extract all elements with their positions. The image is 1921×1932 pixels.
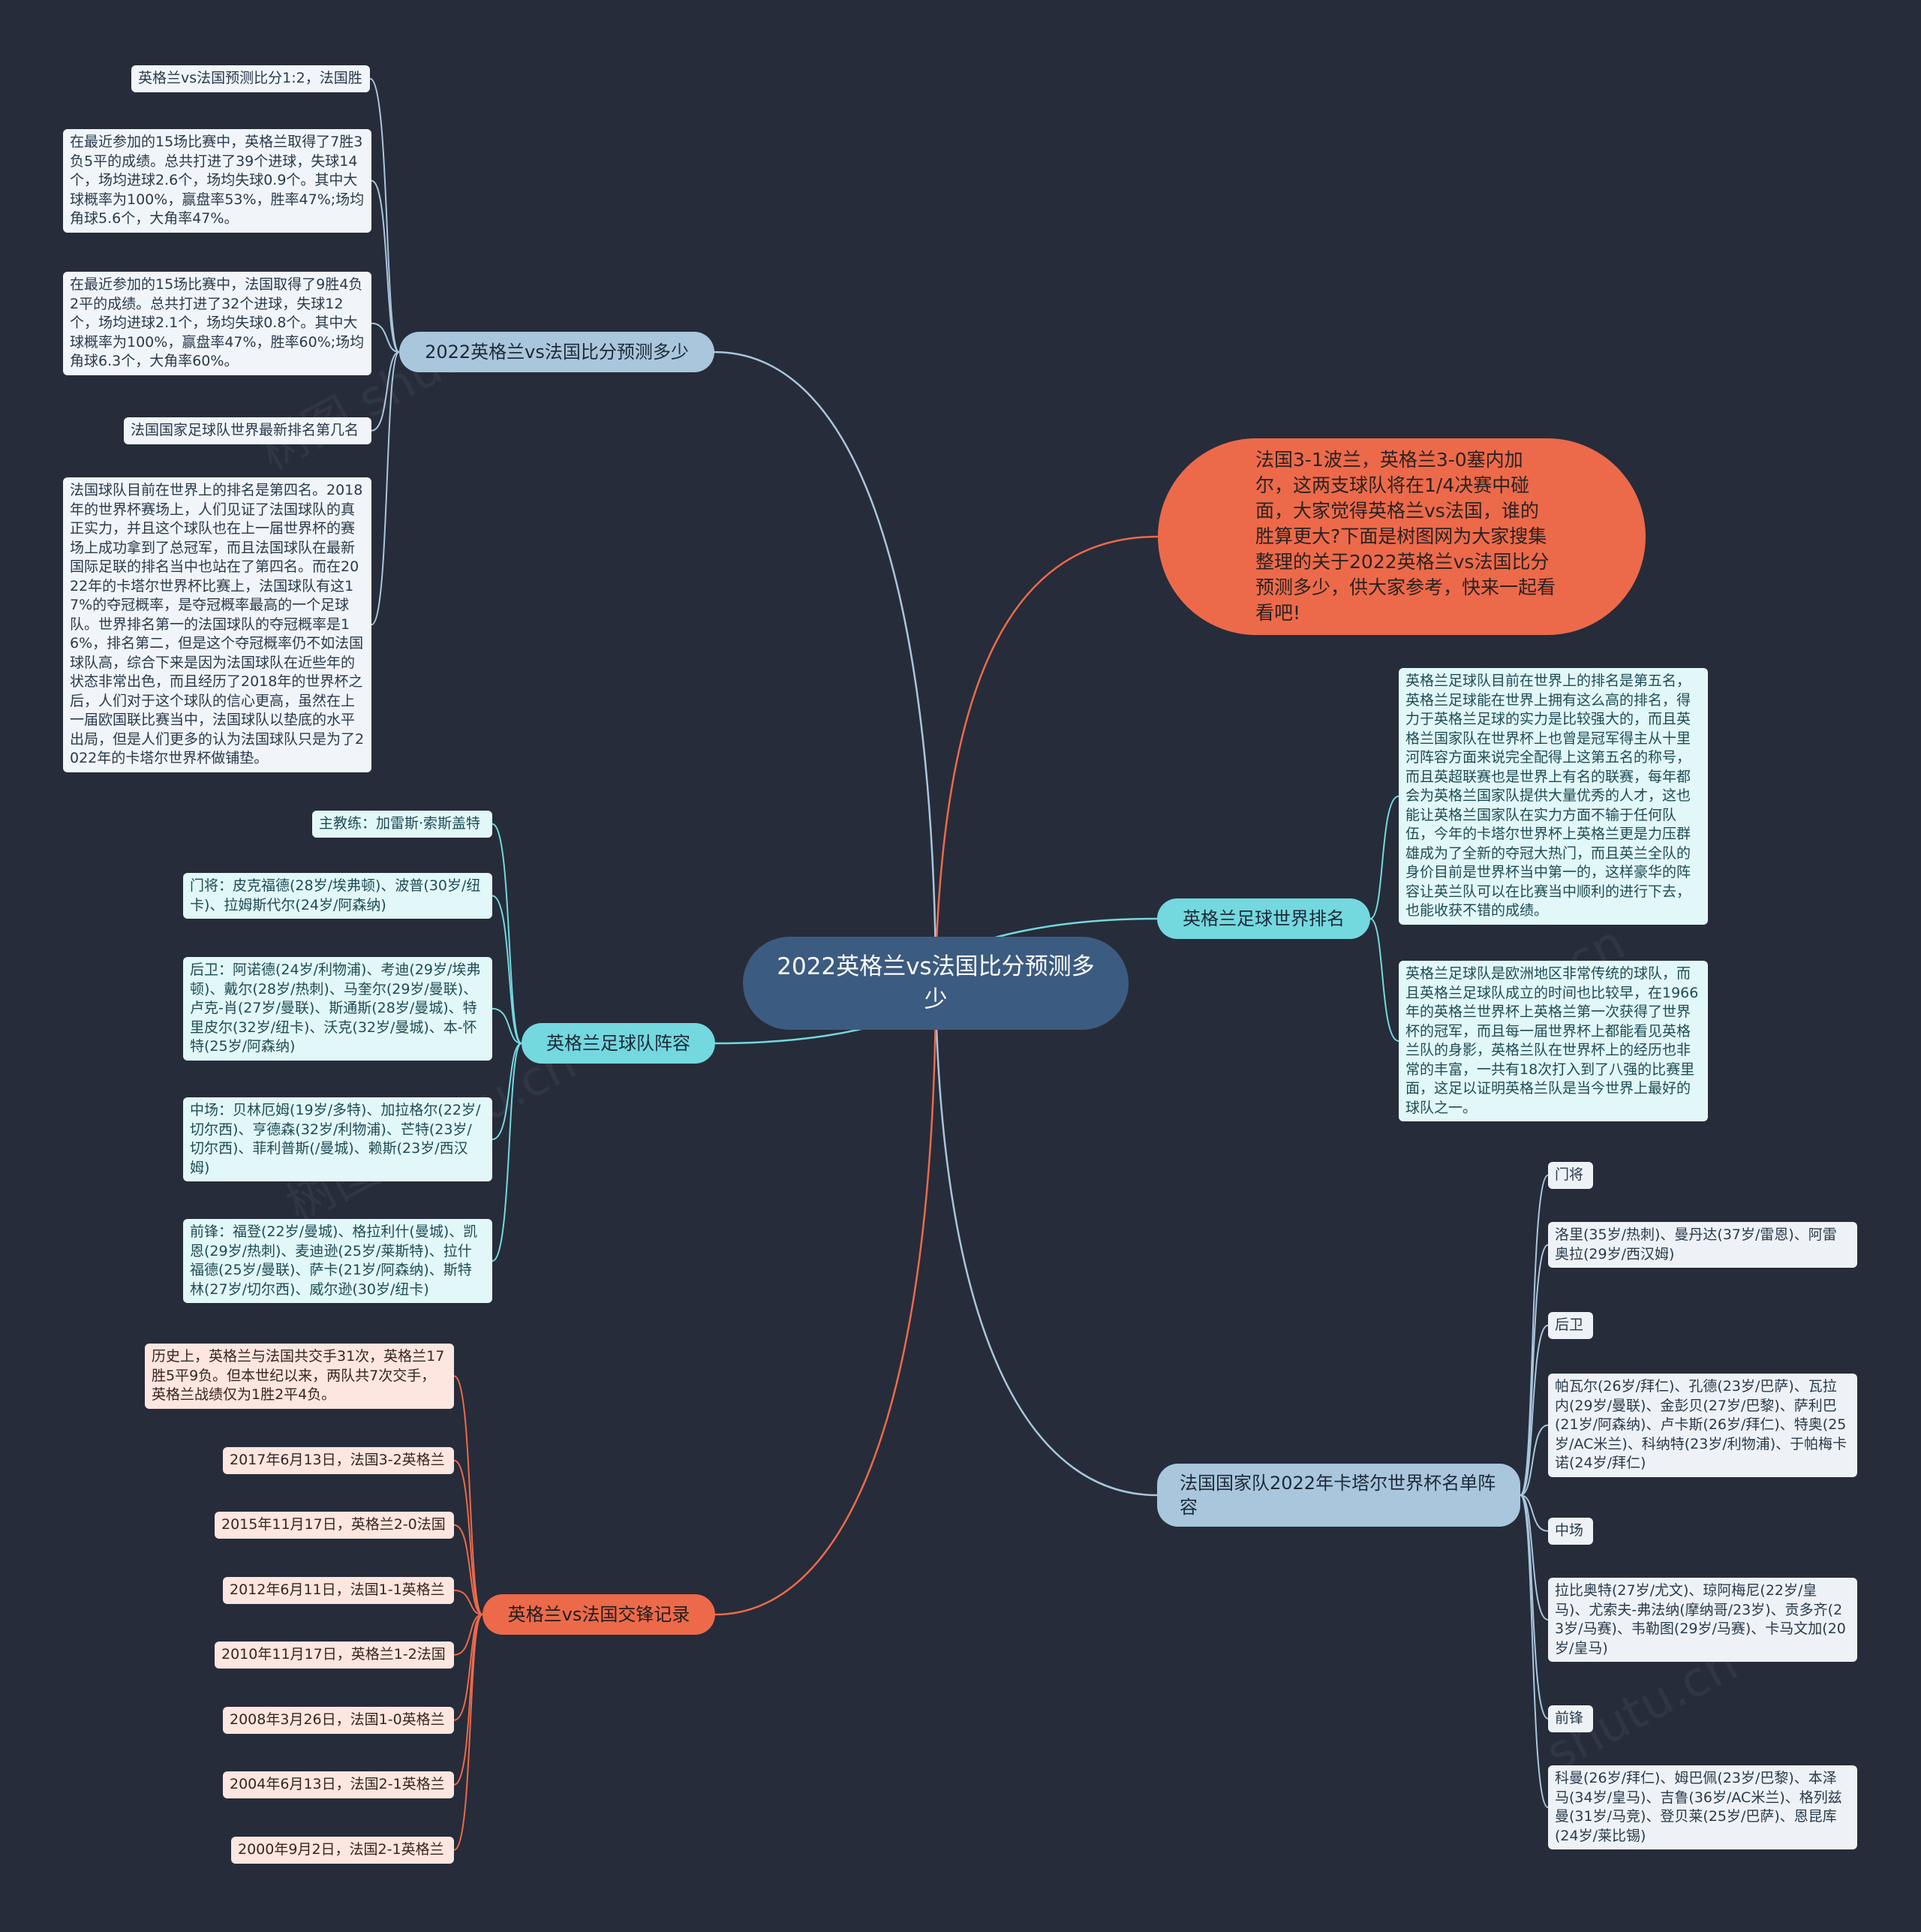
leaf-text: 后卫 [1555,1317,1584,1333]
leaf-connector [1520,1494,1549,1808]
leaf-fr-goalkeepers[interactable]: 洛里(35岁/热刺)、曼丹达(37岁/雷恩)、阿雷奥拉(29岁/西汉姆) [1548,1222,1857,1268]
intro-text: 法国3-1波兰，英格兰3-0塞内加尔，这两支球队将在1/4决赛中碰面，大家觉得英… [1255,449,1556,624]
leaf-text: 在最近参加的15场比赛中，法国取得了9胜4负2平的成绩。总共打进了32个进球，失… [70,276,365,369]
leaf-connector [453,1375,483,1615]
branch-england-rank-label: 英格兰足球世界排名 [1183,908,1345,929]
leaf-fr-def-title[interactable]: 后卫 [1548,1312,1593,1339]
leaf-text: 2004年6月13日，法国2-1英格兰 [230,1776,445,1792]
leaf-england-form[interactable]: 在最近参加的15场比赛中，英格兰取得了7胜3负5平的成绩。总共打进了39个进球，… [63,129,371,233]
leaf-fr-gk-title[interactable]: 门将 [1548,1162,1593,1189]
leaf-france-form[interactable]: 在最近参加的15场比赛中，法国取得了9胜4负2平的成绩。总共打进了32个进球，失… [63,272,371,375]
leaf-text: 2015年11月17日，英格兰2-0法国 [221,1516,446,1533]
leaf-text: 主教练：加雷斯·索斯盖特 [319,815,481,832]
leaf-connector [371,179,400,353]
leaf-france-rank-question[interactable]: 法国国家足球队世界最新排名第几名 [124,417,371,444]
leaf-fr-forwards[interactable]: 科曼(26岁/拜仁)、姆巴佩(23岁/巴黎)、本泽马(34岁/皇马)、吉鲁(36… [1548,1765,1857,1849]
leaf-connector [1369,918,1399,1042]
leaf-text: 法国国家足球队世界最新排名第几名 [131,422,359,438]
leaf-history-summary[interactable]: 历史上，英格兰与法国共交手31次，英格兰17胜5平9负。但本世纪以来，两队共7次… [145,1344,454,1409]
leaf-connector [371,322,400,353]
leaf-match-2017[interactable]: 2017年6月13日，法国3-2英格兰 [223,1447,454,1474]
leaf-text: 拉比奥特(27岁/尤文)、琼阿梅尼(22岁/皇马)、尤索夫-弗法纳(摩纳哥/23… [1555,1582,1846,1657]
branch-france-squad[interactable]: 法国国家队2022年卡塔尔世界杯名单阵容 [1157,1464,1520,1527]
leaf-connector [1520,1494,1549,1621]
central-topic[interactable]: 2022英格兰vs法国比分预测多少 [743,937,1129,1030]
leaf-connector [453,1614,483,1851]
branch-france-squad-label: 法国国家队2022年卡塔尔世界杯名单阵容 [1180,1473,1496,1518]
leaf-connector [453,1614,483,1656]
leaf-text: 2010年11月17日，英格兰1-2法国 [221,1646,446,1663]
leaf-text: 历史上，英格兰与法国共交手31次，英格兰17胜5平9负。但本世纪以来，两队共7次… [152,1348,445,1403]
leaf-connector [453,1614,483,1721]
leaf-england-history-detail[interactable]: 英格兰足球队是欧洲地区非常传统的球队，而且英格兰足球队成立的时间也比较早，在19… [1399,961,1708,1121]
leaf-text: 后卫：阿诺德(24岁/利物浦)、考迪(29岁/埃弗顿)、戴尔(28岁/热刺)、马… [190,961,481,1055]
leaf-text: 法国球队目前在世界上的排名是第四名。2018年的世界杯赛场上，人们见证了法国球队… [70,482,365,766]
leaf-connector [492,1043,522,1140]
intro-node[interactable]: 法国3-1波兰，英格兰3-0塞内加尔，这两支球队将在1/4决赛中碰面，大家觉得英… [1158,438,1646,635]
branch-history[interactable]: 英格兰vs法国交锋记录 [483,1594,715,1635]
leaf-match-2015[interactable]: 2015年11月17日，英格兰2-0法国 [215,1512,454,1539]
branch-england-rank[interactable]: 英格兰足球世界排名 [1157,898,1370,939]
branch-england-squad-label: 英格兰足球队阵容 [546,1033,690,1054]
leaf-text: 前锋 [1555,1710,1584,1726]
leaf-text: 在最近参加的15场比赛中，英格兰取得了7胜3负5平的成绩。总共打进了39个进球，… [70,134,365,227]
leaf-text: 2008年3月26日，法国1-0英格兰 [230,1711,445,1728]
leaf-fr-mid-title[interactable]: 中场 [1548,1518,1593,1545]
leaf-match-2008[interactable]: 2008年3月26日，法国1-0英格兰 [223,1707,454,1734]
leaf-text: 中场：贝林厄姆(19岁/多特)、加拉格尔(22岁/切尔西)、亨德森(32岁/利物… [190,1102,481,1176]
leaf-connector [371,351,400,432]
leaf-text: 2000年9月2日，法国2-1英格兰 [238,1841,444,1858]
leaf-goalkeepers[interactable]: 门将：皮克福德(28岁/埃弗顿)、波普(30岁/纽卡)、拉姆斯代尔(24岁/阿森… [183,873,492,919]
leaf-connector [492,1043,522,1262]
leaf-fr-defenders[interactable]: 帕瓦尔(26岁/拜仁)、孔德(23岁/巴萨)、瓦拉内(29岁/曼联)、金彭贝(2… [1548,1374,1857,1477]
leaf-text: 英格兰vs法国预测比分1:2，法国胜 [138,70,362,86]
leaf-text: 中场 [1555,1522,1584,1539]
leaf-connector [492,1007,522,1044]
leaf-connector [1520,1324,1549,1496]
leaf-text: 门将 [1555,1166,1584,1183]
leaf-text: 前锋：福登(22岁/曼城)、格拉利什(曼城)、凯恩(29岁/热刺)、麦迪逊(25… [190,1223,478,1298]
leaf-connector [1520,1244,1549,1496]
leaf-text: 门将：皮克福德(28岁/埃弗顿)、波普(30岁/纽卡)、拉姆斯代尔(24岁/阿森… [190,877,481,913]
branch-prediction[interactable]: 2022英格兰vs法国比分预测多少 [399,332,714,372]
leaf-text: 洛里(35岁/热刺)、曼丹达(37岁/雷恩)、阿雷奥拉(29岁/西汉姆) [1555,1226,1837,1262]
leaf-connector [492,823,522,1044]
leaf-connector [1520,1494,1549,1532]
leaf-match-2000[interactable]: 2000年9月2日，法国2-1英格兰 [231,1837,454,1864]
leaf-midfielders[interactable]: 中场：贝林厄姆(19岁/多特)、加拉格尔(22岁/切尔西)、亨德森(32岁/利物… [183,1097,492,1181]
leaf-match-2004[interactable]: 2004年6月13日，法国2-1英格兰 [223,1771,454,1798]
branch-england-squad[interactable]: 英格兰足球队阵容 [522,1023,715,1064]
leaf-defenders[interactable]: 后卫：阿诺德(24岁/利物浦)、考迪(29岁/埃弗顿)、戴尔(28岁/热刺)、马… [183,957,492,1061]
leaf-connector [453,1589,483,1615]
branch-prediction-label: 2022英格兰vs法国比分预测多少 [425,342,689,363]
leaf-fr-midfielders[interactable]: 拉比奥特(27岁/尤文)、琼阿梅尼(22岁/皇马)、尤索夫-弗法纳(摩纳哥/23… [1548,1578,1857,1662]
leaf-prediction-score[interactable]: 英格兰vs法国预测比分1:2，法国胜 [131,65,370,92]
leaf-connector [1520,1424,1549,1496]
leaf-connector [371,351,400,626]
leaf-france-rank-detail[interactable]: 法国球队目前在世界上的排名是第四名。2018年的世界杯赛场上，人们见证了法国球队… [63,477,371,772]
leaf-text: 英格兰足球队是欧洲地区非常传统的球队，而且英格兰足球队成立的时间也比较早，在19… [1405,965,1699,1116]
leaf-text: 英格兰足球队目前在世界上的排名是第五名，英格兰足球能在世界上拥有这么高的排名，得… [1405,673,1691,919]
leaf-connector [369,77,400,353]
leaf-text: 帕瓦尔(26岁/拜仁)、孔德(23岁/巴萨)、瓦拉内(29岁/曼联)、金彭贝(2… [1555,1378,1847,1471]
leaf-match-2012[interactable]: 2012年6月11日，法国1-1英格兰 [223,1577,454,1604]
branch-history-label: 英格兰vs法国交锋记录 [507,1604,690,1625]
leaf-connector [453,1524,483,1615]
leaf-forwards[interactable]: 前锋：福登(22岁/曼城)、格拉利什(曼城)、凯恩(29岁/热刺)、麦迪逊(25… [183,1219,492,1303]
leaf-connector [1369,795,1399,919]
leaf-match-2010[interactable]: 2010年11月17日，英格兰1-2法国 [215,1642,454,1669]
leaf-connector [453,1459,483,1615]
leaf-connector [492,895,522,1044]
central-topic-label: 2022英格兰vs法国比分预测多少 [777,953,1095,1013]
leaf-england-rank-detail[interactable]: 英格兰足球队目前在世界上的排名是第五名，英格兰足球能在世界上拥有这么高的排名，得… [1399,668,1708,925]
leaf-text: 2012年6月11日，法国1-1英格兰 [230,1581,445,1598]
leaf-text: 2017年6月13日，法国3-2英格兰 [230,1452,445,1468]
leaf-fr-fwd-title[interactable]: 前锋 [1548,1705,1593,1732]
leaf-text: 科曼(26岁/拜仁)、姆巴佩(23岁/巴黎)、本泽马(34岁/皇马)、吉鲁(36… [1555,1770,1842,1844]
leaf-coach[interactable]: 主教练：加雷斯·索斯盖特 [312,811,492,838]
